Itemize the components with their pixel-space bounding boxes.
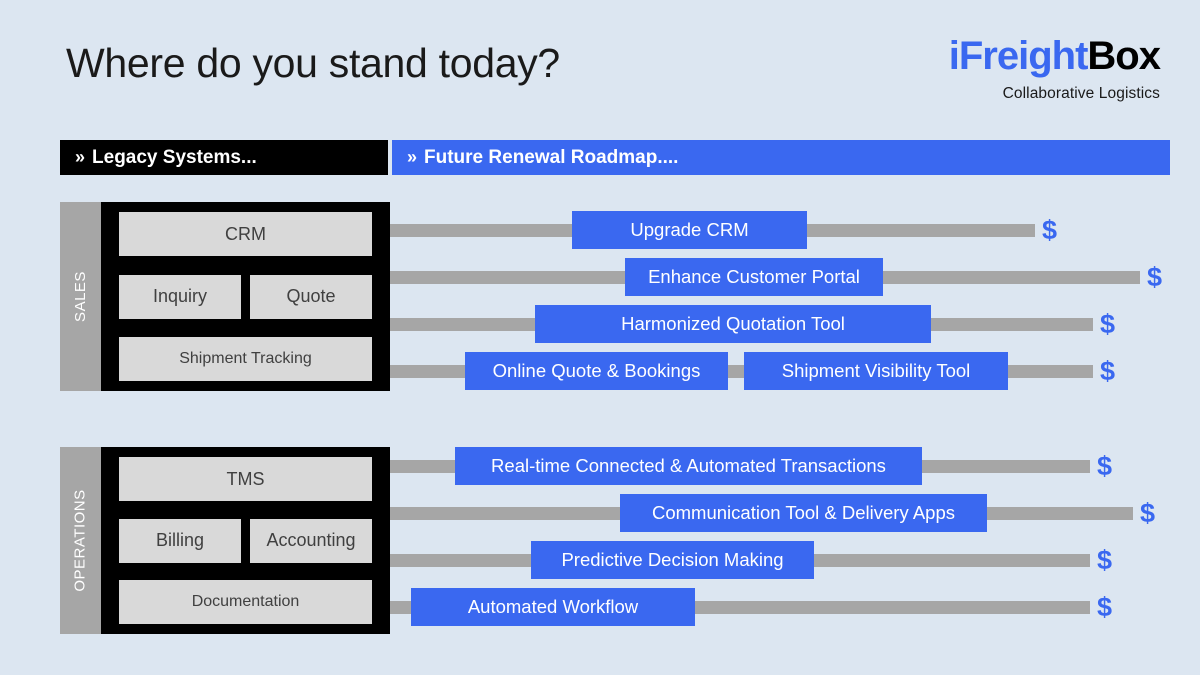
roadmap-row: Harmonized Quotation Tool $ <box>0 305 1200 343</box>
page-title: Where do you stand today? <box>66 40 560 86</box>
cost-dollar-icon: $ <box>1140 498 1156 528</box>
group-label-sales: SALES <box>60 202 101 391</box>
brand-wordmark: iFreightBox <box>948 34 1161 78</box>
brand-logo: iFreightBox Collaborative Logistics <box>948 34 1161 102</box>
legacy-item-documentation[interactable]: Documentation <box>119 580 372 624</box>
milestone-enhance-customer-portal[interactable]: Enhance Customer Portal <box>625 258 883 296</box>
milestone-real-time-connected-automated-transactions[interactable]: Real-time Connected & Automated Transact… <box>455 447 922 485</box>
milestone-harmonized-quotation-tool[interactable]: Harmonized Quotation Tool <box>535 305 931 343</box>
cost-dollar-icon: $ <box>1042 215 1058 245</box>
legacy-item-tms[interactable]: TMS <box>119 457 372 501</box>
cost-dollar-icon: $ <box>1147 262 1163 292</box>
cost-dollar-icon: $ <box>1100 356 1116 386</box>
legacy-item-accounting[interactable]: Accounting <box>250 518 372 563</box>
legacy-item-inquiry[interactable]: Inquiry <box>119 274 241 319</box>
brand-name-secondary: Box <box>1087 34 1161 78</box>
roadmap-row: Automated Workflow $ <box>0 588 1200 626</box>
future-roadmap-header: » Future Renewal Roadmap.... <box>392 140 1170 175</box>
legacy-row: Shipment Tracking <box>119 337 372 381</box>
legacy-item-shipment-tracking[interactable]: Shipment Tracking <box>119 337 372 381</box>
group-label-operations: OPERATIONS <box>60 447 101 634</box>
cost-dollar-icon: $ <box>1100 309 1116 339</box>
future-roadmap-header-label: Future Renewal Roadmap.... <box>424 146 679 168</box>
milestone-shipment-visibility-tool[interactable]: Shipment Visibility Tool <box>744 352 1008 390</box>
legacy-systems-header: » Legacy Systems... <box>60 140 388 175</box>
milestone-online-quote-bookings[interactable]: Online Quote & Bookings <box>465 352 728 390</box>
roadmap-row: Upgrade CRM $ <box>0 211 1200 249</box>
brand-name-primary: iFreight <box>948 34 1089 78</box>
legacy-row: TMS <box>119 457 372 501</box>
milestone-upgrade-crm[interactable]: Upgrade CRM <box>572 211 807 249</box>
cost-dollar-icon: $ <box>1097 592 1113 622</box>
legacy-row: Documentation <box>119 580 372 624</box>
milestone-communication-tool-delivery-apps[interactable]: Communication Tool & Delivery Apps <box>620 494 987 532</box>
roadmap-row: Enhance Customer Portal $ <box>0 258 1200 296</box>
milestone-automated-workflow[interactable]: Automated Workflow <box>411 588 695 626</box>
cost-dollar-icon: $ <box>1097 545 1113 575</box>
brand-tagline: Collaborative Logistics <box>1002 85 1160 102</box>
milestone-predictive-decision-making[interactable]: Predictive Decision Making <box>531 541 814 579</box>
double-chevron-right-icon: » <box>407 147 418 167</box>
double-chevron-right-icon: » <box>75 147 86 167</box>
roadmap-row: Online Quote & Bookings Shipment Visibili… <box>0 352 1200 390</box>
legacy-item-quote[interactable]: Quote <box>250 274 372 319</box>
legacy-systems-header-label: Legacy Systems... <box>92 146 257 168</box>
roadmap-row: Communication Tool & Delivery Apps $ <box>0 494 1200 532</box>
roadmap-row: Real-time Connected & Automated Transact… <box>0 447 1200 485</box>
legacy-item-billing[interactable]: Billing <box>119 518 241 563</box>
legacy-row: CRM <box>119 212 372 256</box>
roadmap-row: Predictive Decision Making $ <box>0 541 1200 579</box>
cost-dollar-icon: $ <box>1097 451 1113 481</box>
legacy-item-crm[interactable]: CRM <box>119 212 372 256</box>
